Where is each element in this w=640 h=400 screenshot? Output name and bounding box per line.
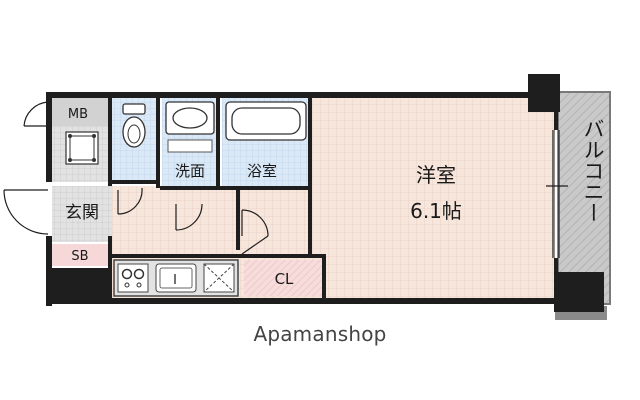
- main-room-size: 6.1帖: [410, 199, 462, 223]
- sb-floor: [52, 244, 112, 266]
- mb-floor: [52, 98, 112, 126]
- toilet-fixture: [122, 103, 146, 148]
- shoebox-fixture: [65, 131, 99, 165]
- closet-floor: [244, 260, 322, 296]
- mb-label: MB: [68, 107, 88, 122]
- kitchen-counter: [113, 259, 239, 297]
- door-swings: [3, 101, 568, 258]
- brand-logo: Apamanshop: [253, 322, 387, 346]
- floor-plan: MB 玄関 SB 洗面 浴室 CL 洋室 6.1帖 バルコニー: [3, 74, 611, 320]
- closet-label: CL: [275, 270, 294, 288]
- bathtub-fixture: [225, 101, 307, 141]
- main-room-floor: [310, 98, 554, 298]
- genkan-label: 玄関: [65, 203, 99, 223]
- bathroom-label: 浴室: [247, 162, 277, 180]
- sb-label: SB: [71, 249, 88, 264]
- washroom-label: 洗面: [175, 162, 205, 180]
- main-room-label: 洋室: [416, 163, 456, 187]
- balcony-label: バルコニー: [581, 118, 605, 223]
- washbasin-fixture: [165, 101, 215, 153]
- genkan-floor: [52, 186, 112, 242]
